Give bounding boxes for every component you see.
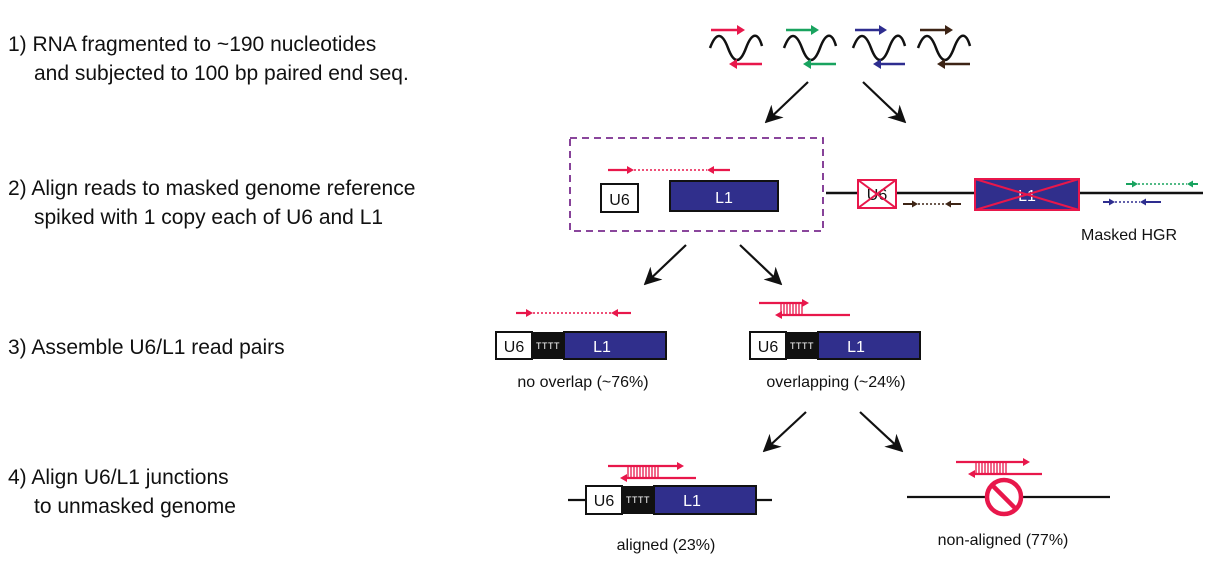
u6-label: U6 — [609, 192, 630, 209]
step-1-line-2: and subjected to 100 bp paired end seq. — [34, 62, 409, 85]
rna-fragment-green — [782, 25, 838, 69]
wavy-rna-fragment-icon — [851, 34, 907, 62]
arrowhead-icon — [802, 299, 809, 307]
rna-fragment-red — [708, 25, 764, 69]
wavy-rna-fragment-icon — [916, 34, 972, 62]
spiked-read-pair — [608, 166, 730, 174]
arrowhead-icon — [1109, 198, 1115, 206]
wavy-rna-fragment-icon — [782, 34, 838, 62]
l1-label: L1 — [715, 190, 733, 207]
arrowhead-icon — [707, 166, 714, 174]
overlap-hatching — [975, 462, 1007, 474]
masked-read-pair-brown — [903, 200, 961, 208]
u6-label: U6 — [758, 339, 779, 356]
step-1-text: 1) RNA fragmented to ~190 nucleotides an… — [8, 30, 409, 88]
step-4-text: 4) Align U6/L1 junctions to unmasked gen… — [8, 463, 236, 521]
arrowhead-icon — [620, 474, 627, 482]
rna-fragment-brown — [916, 25, 972, 69]
arrow-icon — [862, 81, 907, 124]
l1-element — [653, 485, 757, 515]
u6-element — [585, 485, 623, 515]
aligned-read-pair — [608, 462, 696, 482]
u6-element — [600, 183, 639, 213]
aligned-construct: U6 TTTT L1 — [585, 485, 757, 515]
overlapping-read-pair — [759, 299, 850, 319]
u6-label: U6 — [594, 493, 615, 510]
no-overlap-construct: U6 TTTT L1 — [495, 331, 667, 360]
junction-element — [786, 332, 818, 359]
l1-label: L1 — [593, 339, 611, 356]
step-3-text: 3) Assemble U6/L1 read pairs — [8, 333, 285, 362]
step-4-line-1: 4) Align U6/L1 junctions — [8, 466, 229, 489]
arrowhead-icon — [945, 200, 951, 208]
arrow-icon — [739, 244, 783, 286]
arrowhead-icon — [1023, 458, 1030, 466]
l1-label: L1 — [683, 493, 701, 510]
l1-element — [563, 331, 667, 360]
overlap-hatching — [780, 303, 803, 315]
u6-label: U6 — [504, 339, 525, 356]
polyt-label: TTTT — [626, 495, 650, 505]
arrow-icon — [764, 81, 809, 124]
arrowhead-icon — [1187, 180, 1193, 188]
junction-element — [622, 486, 654, 514]
arrowhead-icon — [775, 311, 782, 319]
arrowhead-icon — [803, 59, 811, 69]
arrowhead-icon — [1140, 198, 1146, 206]
arrowhead-icon — [811, 25, 819, 35]
arrowhead-icon — [526, 309, 533, 317]
step-4-line-2: to unmasked genome — [34, 495, 236, 518]
rna-fragment-blue — [851, 25, 907, 69]
arrowhead-icon — [873, 59, 881, 69]
arrowhead-icon — [968, 470, 975, 478]
arrowhead-icon — [879, 25, 887, 35]
wavy-rna-fragment-icon — [708, 34, 764, 62]
overlapping-construct: U6 TTTT L1 — [749, 331, 921, 360]
arrow-icon — [643, 244, 687, 286]
overlapping-label: overlapping (~24%) — [766, 374, 905, 391]
arrowhead-icon — [677, 462, 684, 470]
masked-hgr-label: Masked HGR — [1081, 227, 1177, 244]
spiked-reference-box — [569, 137, 824, 232]
l1-element — [669, 180, 779, 212]
step-3-line-1: 3) Assemble U6/L1 read pairs — [8, 336, 285, 359]
step-2-text: 2) Align reads to masked genome referenc… — [8, 174, 415, 232]
cross-out-icon — [974, 178, 1080, 211]
cross-out-icon — [857, 179, 897, 209]
arrowhead-icon — [937, 59, 945, 69]
step-2-line-1: 2) Align reads to masked genome referenc… — [8, 177, 416, 200]
arrowhead-icon — [627, 166, 634, 174]
masked-read-pair-green — [1126, 180, 1198, 188]
junction-element — [532, 332, 564, 359]
arrowhead-icon — [945, 25, 953, 35]
prohibited-icon — [984, 477, 1024, 517]
step-2-line-2: spiked with 1 copy each of U6 and L1 — [34, 206, 384, 229]
l1-label: L1 — [847, 339, 865, 356]
arrowhead-icon — [737, 25, 745, 35]
no-overlap-label: no overlap (~76%) — [517, 374, 648, 391]
l1-element — [817, 331, 921, 360]
arrowhead-icon — [912, 200, 918, 208]
arrow-icon — [762, 411, 807, 453]
polyt-label: TTTT — [790, 341, 814, 351]
masked-read-pair-blue — [1103, 198, 1161, 206]
arrowhead-icon — [729, 59, 737, 69]
u6-element — [749, 331, 787, 360]
overlap-hatching — [627, 466, 659, 478]
non-aligned-read-pair — [956, 458, 1042, 478]
no-overlap-read-pair — [516, 309, 631, 317]
arrow-icon — [859, 411, 904, 453]
arrowhead-icon — [1132, 180, 1138, 188]
aligned-label: aligned (23%) — [617, 537, 716, 554]
step-1-line-1: 1) RNA fragmented to ~190 nucleotides — [8, 33, 377, 56]
polyt-label: TTTT — [536, 341, 560, 351]
arrowhead-icon — [611, 309, 618, 317]
non-aligned-label: non-aligned (77%) — [938, 532, 1069, 549]
